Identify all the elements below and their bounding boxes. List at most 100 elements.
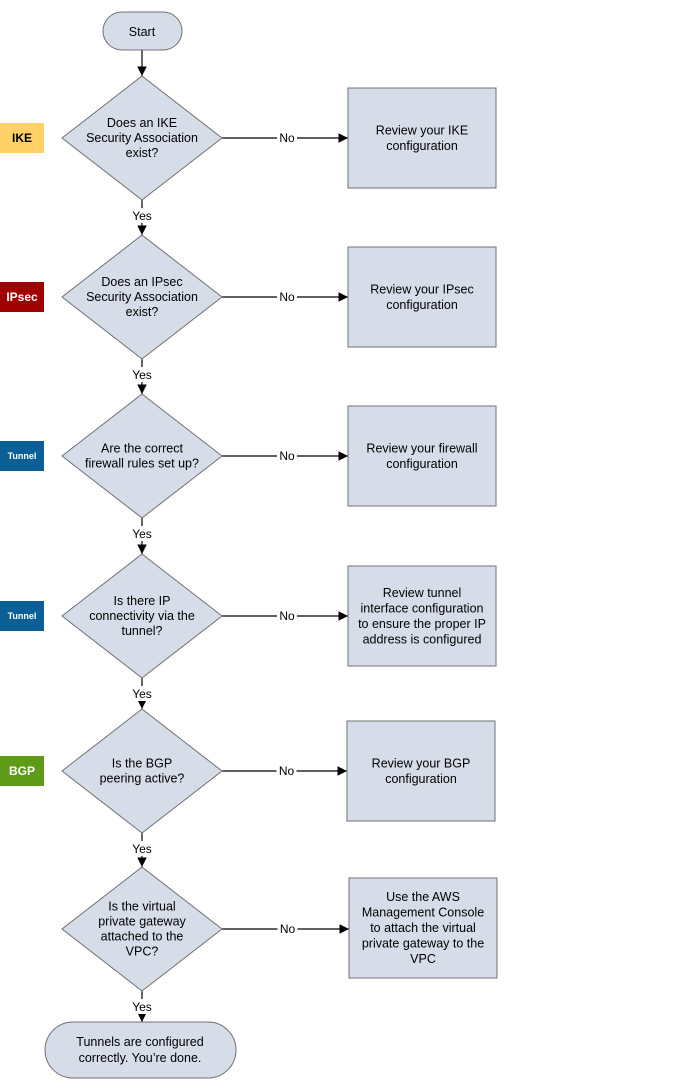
tag-background [0, 282, 44, 312]
decision-diamond [61, 234, 223, 360]
edge-label-no: No [279, 290, 295, 304]
tag-background [0, 601, 44, 631]
action-text-line: configuration [386, 139, 458, 153]
tag-ipsec: IPsec [0, 282, 44, 312]
edge-label-yes-bg [128, 999, 156, 1014]
edge-label-yes: Yes [132, 527, 152, 541]
decision-text-line: Does an IPsec [101, 275, 182, 289]
action-text-line: configuration [386, 457, 458, 471]
tag-label: Tunnel [8, 451, 37, 461]
decision-diamond [61, 75, 223, 201]
action-text-line: configuration [386, 298, 458, 312]
decision-text-line: Security Association [86, 290, 198, 304]
tag-ike: IKE [0, 123, 44, 153]
edge-label-no: No [280, 922, 296, 936]
tag-label: Tunnel [8, 611, 37, 621]
edge-label-yes: Yes [132, 842, 152, 856]
edge-label-no: No [279, 131, 295, 145]
action-box [348, 877, 498, 979]
edge-label-yes-bg [128, 526, 156, 541]
decision-text-line: exist? [126, 305, 159, 319]
decision-text-line: Is the BGP [112, 757, 172, 771]
decision-text-line: Security Association [86, 131, 198, 145]
start-shape [102, 11, 183, 51]
end-text-line: Tunnels are configured [76, 1035, 203, 1049]
edge-label-yes: Yes [132, 1000, 152, 1014]
action-text-line: Use the AWS [386, 890, 460, 904]
action-text-line: VPC [410, 952, 436, 966]
tag-background [0, 441, 44, 471]
edge-label-no-bg [277, 608, 297, 623]
decision-diamond [61, 553, 223, 679]
tag-tunnel: Tunnel [0, 441, 44, 471]
action-text-line: Review your BGP [372, 756, 471, 770]
tag-label: IKE [12, 131, 32, 145]
decision-text-line: firewall rules set up? [85, 457, 199, 471]
action-text-line: Management Console [362, 906, 484, 920]
edge-label-no-bg [277, 130, 297, 145]
action-box [347, 246, 497, 348]
tag-label: BGP [9, 764, 35, 778]
edge-label-no: No [279, 764, 295, 778]
tag-tunnel: Tunnel [0, 601, 44, 631]
tag-bgp: BGP [0, 756, 44, 786]
edge-label-no-bg [277, 921, 298, 936]
decision-diamond [61, 708, 223, 834]
tag-background [0, 756, 44, 786]
decision-diamond [61, 866, 223, 992]
decision-text-line: tunnel? [121, 624, 162, 638]
action-box [346, 720, 496, 822]
decision-text-line: peering active? [100, 772, 185, 786]
end-shape [44, 1021, 237, 1079]
start-label: Start [129, 25, 156, 39]
edge-label-yes-bg [128, 208, 156, 223]
decision-text-line: attached to the [101, 930, 184, 944]
edge-label-yes-bg [128, 686, 156, 701]
action-text: Review your IKE configuration [376, 123, 468, 153]
decision-text-line: private gateway [98, 915, 186, 929]
decision-text-line: Is there IP [114, 594, 171, 608]
action-text-line: to attach the virtual [370, 921, 476, 935]
action-text-line: address is configured [363, 632, 482, 646]
edge-label-no: No [279, 609, 295, 623]
action-text-line: Review your firewall [366, 441, 477, 455]
action-text: Review your IPsec configuration [370, 282, 474, 312]
edge-label-yes-bg [128, 841, 156, 856]
decision-text-line: Are the correct [101, 442, 184, 456]
decision-diamond [61, 393, 223, 519]
action-text-line: private gateway to the [362, 937, 484, 951]
tag-background [0, 123, 44, 153]
decision-text-line: Is the virtual [108, 900, 175, 914]
edge-label-no: No [279, 449, 295, 463]
action-text-line: Review your IKE [376, 123, 468, 137]
decision-text-line: connectivity via the [89, 609, 195, 623]
tag-label: IPsec [6, 290, 38, 304]
action-text-line: Review your IPsec [370, 282, 474, 296]
action-box [347, 405, 497, 507]
edge-label-yes: Yes [132, 687, 152, 701]
action-text: Review your firewall configuration [366, 441, 477, 471]
edge-label-no-bg [276, 763, 297, 778]
action-box [347, 565, 497, 667]
end-text-line: correctly. You’re done. [79, 1051, 202, 1065]
edge-label-yes: Yes [132, 368, 152, 382]
